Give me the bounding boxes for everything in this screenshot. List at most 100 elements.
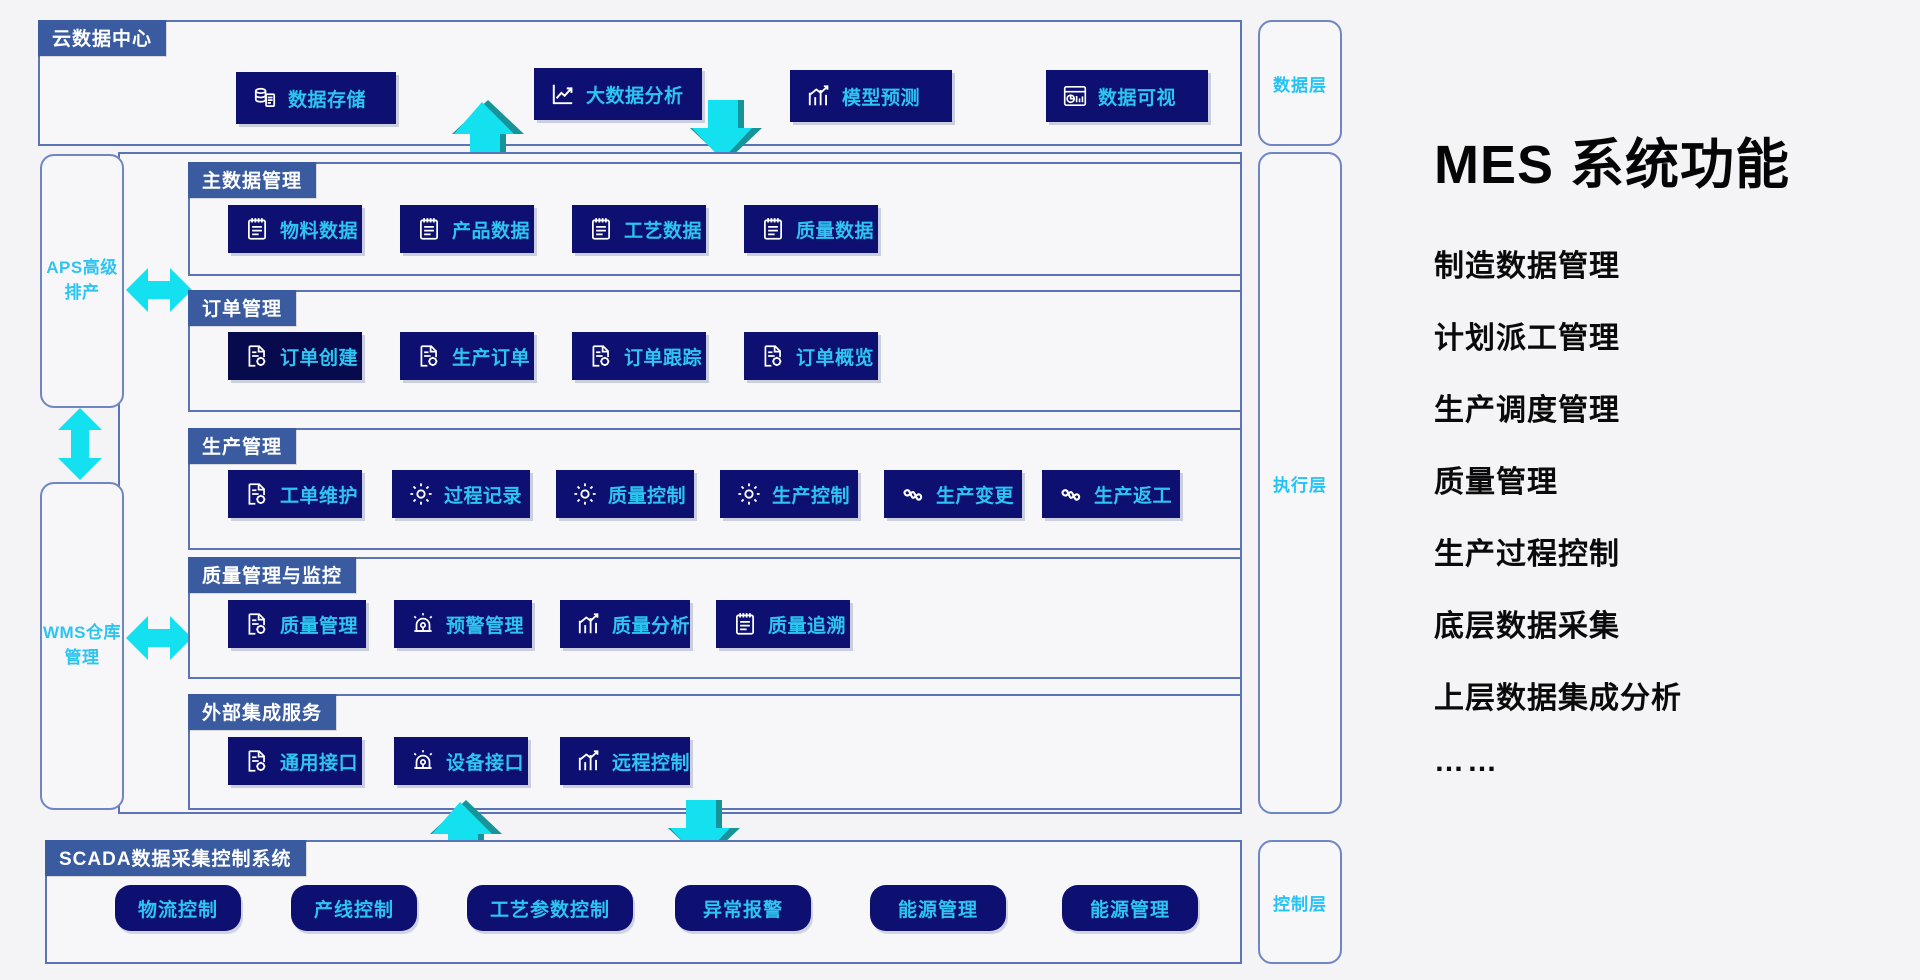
alarm-icon <box>410 748 436 774</box>
alarm-icon <box>410 611 436 637</box>
bar-trend-icon <box>576 611 602 637</box>
chip-label: 数据存储 <box>288 89 367 111</box>
chip-label: 生产订单 <box>452 347 531 369</box>
chip-label: 订单概览 <box>796 347 875 369</box>
chip-label: 工艺数据 <box>624 220 703 242</box>
chip-quality-analysis[interactable]: 质量分析 <box>560 600 690 648</box>
chip-label: 能源管理 <box>897 899 978 921</box>
section-quality-monitoring: 质量管理与监控 <box>188 557 1242 679</box>
infinity-icon <box>1058 481 1084 507</box>
doc-gear-icon <box>244 748 270 774</box>
chip-data-storage[interactable]: 数据存储 <box>236 72 396 124</box>
chip-quality-control[interactable]: 质量控制 <box>556 470 694 518</box>
chip-label: 工单维护 <box>280 485 359 507</box>
chip-label: 预警管理 <box>446 615 525 637</box>
chip-process-parameter-control[interactable]: 工艺参数控制 <box>467 885 633 931</box>
chip-remote-control[interactable]: 远程控制 <box>560 737 690 785</box>
arrow-down-to-scada <box>668 800 740 862</box>
section-external-integration: 外部集成服务 <box>188 694 1242 810</box>
doc-gear-icon <box>244 343 270 369</box>
chip-label: 质量分析 <box>612 615 691 637</box>
chip-model-prediction[interactable]: 模型预测 <box>790 70 952 122</box>
chip-quality-trace[interactable]: 质量追溯 <box>716 600 850 648</box>
chip-label: 过程记录 <box>444 485 523 507</box>
feature-item-7: 上层数据集成分析 <box>1434 682 1682 715</box>
section-master-data: 主数据管理 <box>188 162 1242 276</box>
side-box-label-aps: APS高级排产 <box>46 258 118 302</box>
feature-item-2: 计划派工管理 <box>1434 322 1620 355</box>
chip-data-visualization[interactable]: 数据可视 <box>1046 70 1208 122</box>
section-tag-order-management: 订单管理 <box>188 290 297 326</box>
feature-item-6: 底层数据采集 <box>1434 610 1620 643</box>
chip-quality-data[interactable]: 质量数据 <box>744 205 878 253</box>
chip-big-data-analysis[interactable]: 大数据分析 <box>534 68 702 120</box>
feature-item-5: 生产过程控制 <box>1434 538 1620 571</box>
clipboard-icon <box>588 216 614 242</box>
arrow-down-from-cloud <box>690 100 762 162</box>
arrow-up-to-cloud <box>452 100 524 162</box>
chip-process-record[interactable]: 过程记录 <box>392 470 530 518</box>
chip-energy-management-2[interactable]: 能源管理 <box>1062 885 1198 931</box>
chip-process-data[interactable]: 工艺数据 <box>572 205 706 253</box>
chip-device-interface[interactable]: 设备接口 <box>394 737 528 785</box>
mes-feature-panel: MES 系统功能 制造数据管理 计划派工管理 生产调度管理 质量管理 生产过程控… <box>1434 120 1904 807</box>
chip-label: 通用接口 <box>280 752 359 774</box>
chip-logistics-control[interactable]: 物流控制 <box>115 885 241 931</box>
gear-icon <box>572 481 598 507</box>
scada-section-tag: SCADA数据采集控制系统 <box>45 840 306 876</box>
chip-label: 订单创建 <box>280 347 359 369</box>
chip-product-data[interactable]: 产品数据 <box>400 205 534 253</box>
clipboard-icon <box>416 216 442 242</box>
side-box-wms-visible: WMS仓库管理 <box>40 482 124 810</box>
doc-gear-icon <box>244 611 270 637</box>
section-tag-external-integration: 外部集成服务 <box>188 694 337 730</box>
clipboard-icon <box>732 611 758 637</box>
section-tag-master-data: 主数据管理 <box>188 162 317 198</box>
clipboard-icon <box>244 216 270 242</box>
chip-general-interface[interactable]: 通用接口 <box>228 737 362 785</box>
database-icon <box>252 85 278 111</box>
cloud-section-tag: 云数据中心 <box>38 20 167 56</box>
section-order-management: 订单管理 <box>188 290 1242 412</box>
doc-gear-icon <box>244 481 270 507</box>
chip-material-data[interactable]: 物料数据 <box>228 205 362 253</box>
chip-order-create[interactable]: 订单创建 <box>228 332 362 380</box>
chip-production-change[interactable]: 生产变更 <box>884 470 1022 518</box>
chip-production-order[interactable]: 生产订单 <box>400 332 534 380</box>
chip-quality-management[interactable]: 质量管理 <box>228 600 366 648</box>
chip-line-control[interactable]: 产线控制 <box>291 885 417 931</box>
chip-abnormal-alarm[interactable]: 异常报警 <box>675 885 811 931</box>
layer-pill-execution: 执行层 <box>1258 152 1342 814</box>
doc-gear-icon <box>760 343 786 369</box>
clipboard-icon <box>760 216 786 242</box>
chip-production-rework[interactable]: 生产返工 <box>1042 470 1180 518</box>
arrow-wms-to-sections <box>126 616 192 660</box>
chip-energy-management-1[interactable]: 能源管理 <box>870 885 1006 931</box>
chip-workorder-maintain[interactable]: 工单维护 <box>228 470 362 518</box>
chip-production-control[interactable]: 生产控制 <box>720 470 858 518</box>
chip-order-tracking[interactable]: 订单跟踪 <box>572 332 706 380</box>
layer-pill-control: 控制层 <box>1258 840 1342 964</box>
feature-item-3: 生产调度管理 <box>1434 394 1620 427</box>
layer-label-control: 控制层 <box>1273 894 1327 914</box>
chip-label: 远程控制 <box>612 752 691 774</box>
chip-label: 模型预测 <box>842 87 921 109</box>
chip-label: 质量管理 <box>280 615 359 637</box>
layer-pill-data: 数据层 <box>1258 20 1342 146</box>
infinity-icon <box>900 481 926 507</box>
arrow-aps-to-sections <box>126 268 192 312</box>
bar-trend-icon <box>806 83 832 109</box>
chip-label: 质量数据 <box>796 220 875 242</box>
chip-label: 产线控制 <box>313 899 394 921</box>
chip-label: 大数据分析 <box>586 85 684 107</box>
chip-alarm-management[interactable]: 预警管理 <box>394 600 532 648</box>
chip-label: 生产变更 <box>936 485 1015 507</box>
side-box-label-wms: WMS仓库管理 <box>42 623 122 667</box>
chip-label: 质量追溯 <box>768 615 847 637</box>
scada-panel: SCADA数据采集控制系统 <box>45 840 1242 964</box>
chip-order-overview[interactable]: 订单概览 <box>744 332 878 380</box>
gear-icon <box>408 481 434 507</box>
section-tag-production-management: 生产管理 <box>188 428 297 464</box>
feature-item-1: 制造数据管理 <box>1434 250 1620 283</box>
